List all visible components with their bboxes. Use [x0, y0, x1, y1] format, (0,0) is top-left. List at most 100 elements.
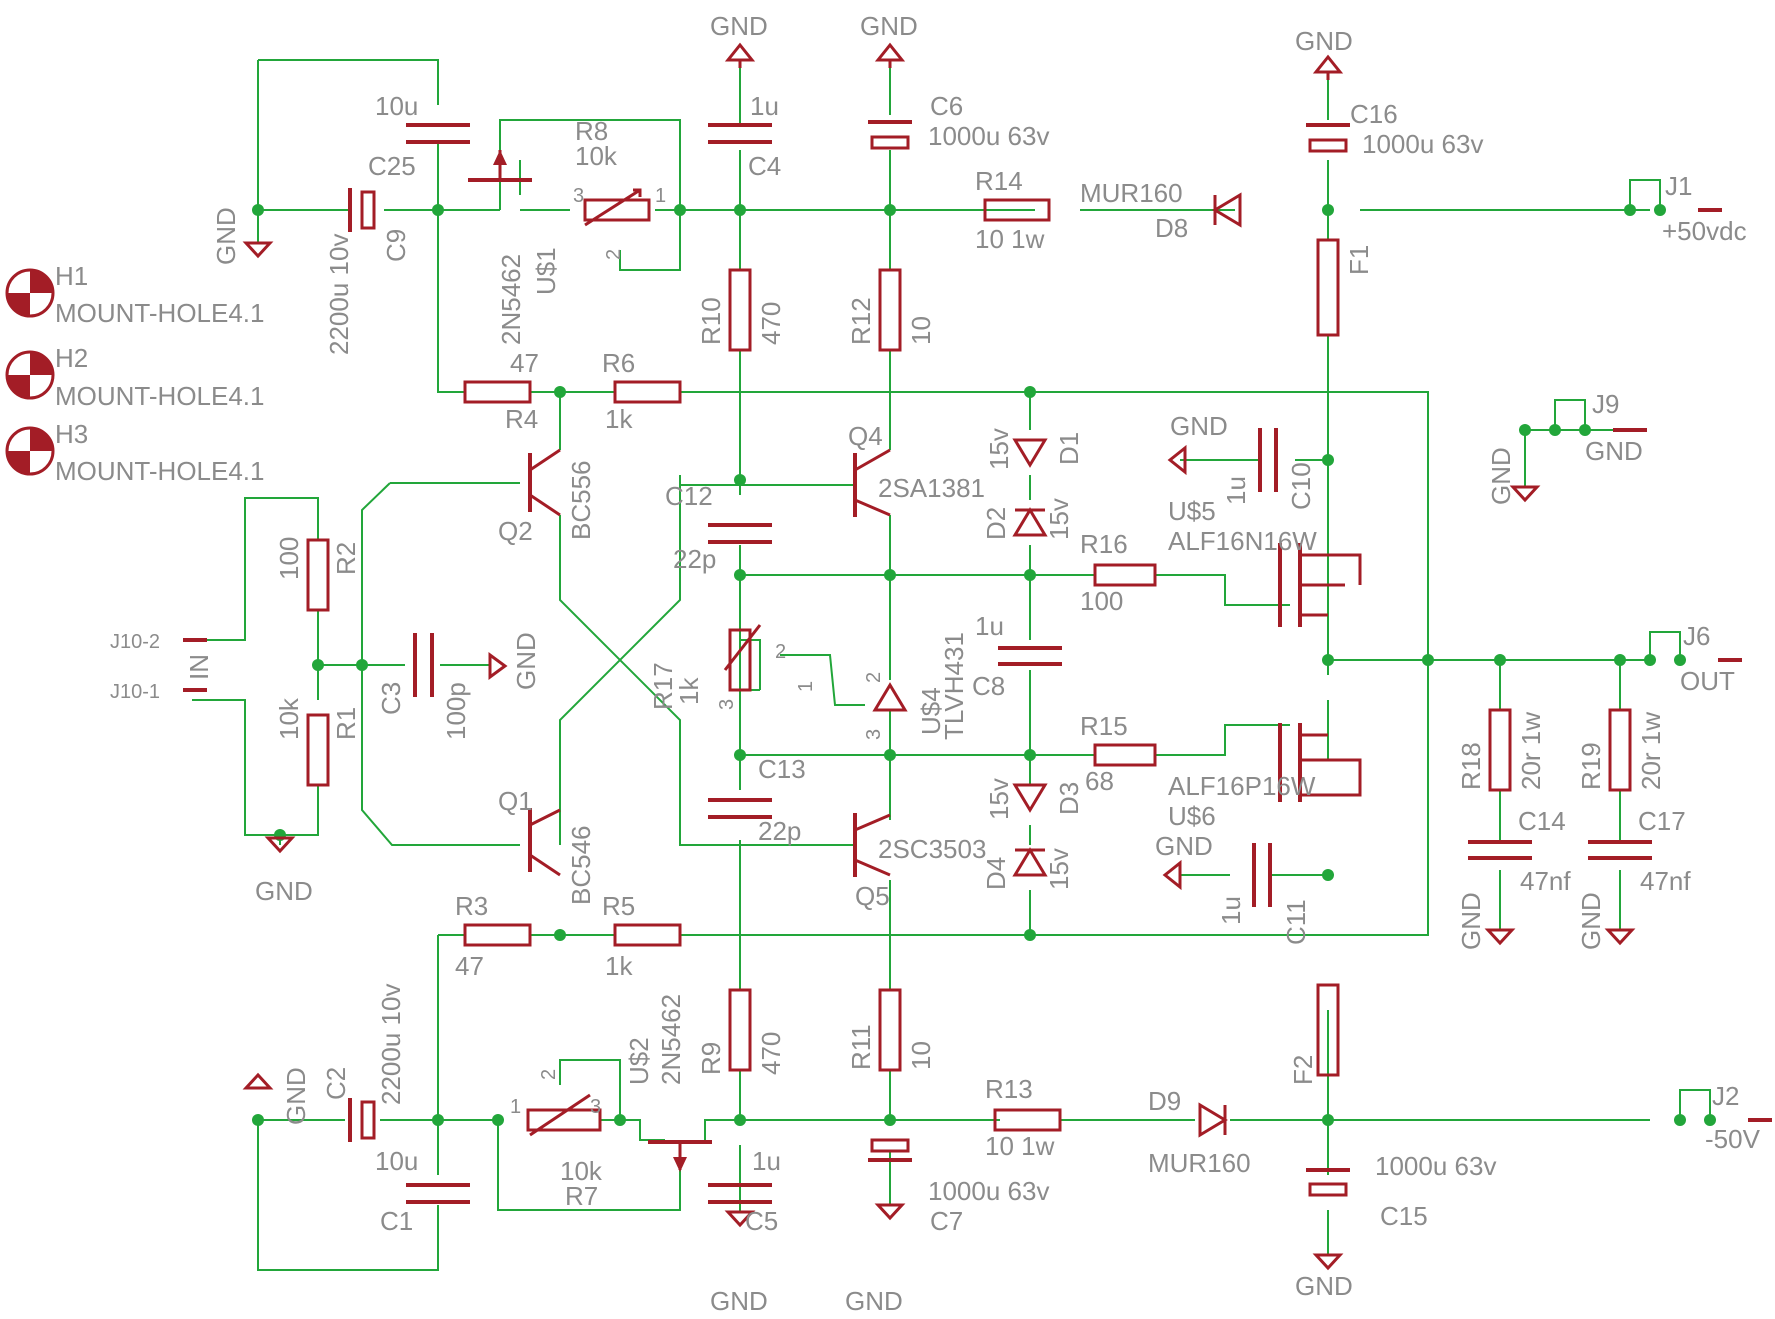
f2-name: F2	[1288, 1055, 1318, 1085]
c16-value: 1000u 63v	[1362, 129, 1483, 159]
r15-name: R15	[1080, 711, 1128, 741]
gnd-label: GND	[860, 11, 918, 41]
electrolytic-capacitors	[348, 120, 1350, 1197]
d2-value: 15v	[1044, 498, 1074, 540]
j1-value: +50vdc	[1662, 216, 1747, 246]
c1-value: 10u	[375, 1146, 418, 1176]
d8-value: MUR160	[1080, 178, 1183, 208]
r19-value: 20r 1w	[1636, 712, 1666, 790]
d3-name: D3	[1054, 782, 1084, 815]
r10-name: R10	[696, 297, 726, 345]
q2-name: Q2	[498, 516, 533, 546]
r17-value: 1k	[674, 677, 704, 705]
r11-value: 10	[906, 1041, 936, 1070]
r18-value: 20r 1w	[1516, 712, 1546, 790]
r5-value: 1k	[605, 951, 633, 981]
c11-value: 1u	[1216, 896, 1246, 925]
c10-name: C10	[1286, 462, 1316, 510]
resistors	[306, 188, 1632, 1137]
pin-number: 2	[863, 672, 885, 683]
d4-name: D4	[981, 857, 1011, 890]
pin-number: 1	[795, 681, 817, 692]
j2-value: -50V	[1705, 1124, 1761, 1154]
gnd-label: GND	[845, 1286, 903, 1316]
r6-value: 1k	[605, 404, 633, 434]
u6-name: U$6	[1168, 801, 1216, 831]
r1-name: R1	[331, 707, 361, 740]
c25-name: C25	[368, 151, 416, 181]
d1-name: D1	[1054, 432, 1084, 465]
pin-number: 1	[655, 185, 666, 207]
r3-value: 47	[455, 951, 484, 981]
gnd-label: GND	[1456, 892, 1486, 950]
gnd-label: GND	[255, 876, 313, 906]
c10-value: 1u	[1221, 476, 1251, 505]
d9-value: MUR160	[1148, 1148, 1251, 1178]
c6-name: C6	[930, 91, 963, 121]
u4-value: TLVH431	[939, 632, 969, 740]
labels: GND GND GND GND GND GND GND GND GND GND …	[55, 11, 1761, 1316]
gnd-label: GND	[1486, 447, 1516, 505]
c11-name: C11	[1281, 899, 1311, 945]
c9-part: C9	[381, 229, 411, 262]
r16-value: 100	[1080, 586, 1123, 616]
u5-name: U$5	[1168, 496, 1216, 526]
d1-value: 15v	[984, 428, 1014, 470]
r14-value: 10 1w	[975, 224, 1045, 254]
c17-value: 47nf	[1640, 866, 1691, 896]
pin-number: 2	[603, 249, 625, 260]
jfets	[468, 150, 712, 1172]
c15-value: 1000u 63v	[1375, 1151, 1496, 1181]
c3-name: C3	[376, 682, 406, 715]
j10-pin1: J10-1	[110, 681, 160, 703]
r13-value: 10 1w	[985, 1131, 1055, 1161]
pin-number: 2	[538, 1069, 560, 1080]
c15-name: C15	[1380, 1201, 1428, 1231]
gnd-label: GND	[511, 632, 541, 690]
u1-value: 2N5462	[496, 254, 526, 345]
c2-name: C2	[321, 1067, 351, 1100]
c2-value: 2200u 10v	[376, 984, 406, 1105]
d9-name: D9	[1148, 1086, 1181, 1116]
r15-value: 68	[1085, 766, 1114, 796]
r7-value: 10k	[560, 1156, 603, 1186]
q2-value: BC556	[566, 461, 596, 541]
u5-value: ALF16N16W	[1168, 526, 1317, 556]
c4-value: 1u	[750, 91, 779, 121]
r18-name: R18	[1456, 742, 1486, 790]
q4-name: Q4	[848, 421, 883, 451]
j2-name: J2	[1712, 1081, 1739, 1111]
q1-value: BC546	[566, 826, 596, 906]
j10-pin2: J10-2	[110, 631, 160, 653]
c4-name: C4	[748, 151, 781, 181]
r2-value: 100	[274, 537, 304, 580]
c5-value: 1u	[752, 1146, 781, 1176]
r4-value: 47	[510, 348, 539, 378]
q5-name: Q5	[855, 881, 890, 911]
capacitors	[406, 123, 1652, 1204]
j9-name: J9	[1592, 389, 1619, 419]
c13-name: C13	[758, 754, 806, 784]
u2-value: 2N5462	[656, 994, 686, 1085]
c8-value: 1u	[975, 611, 1004, 641]
pin-number: 3	[716, 699, 738, 710]
c7-name: C7	[930, 1206, 963, 1236]
c12-value: 22p	[673, 544, 716, 574]
gnd-label: GND	[281, 1067, 311, 1125]
h2-name: H2	[55, 343, 88, 373]
d4-value: 15v	[1044, 848, 1074, 890]
c7-value: 1000u 63v	[928, 1176, 1049, 1206]
gnd-symbols	[242, 42, 1636, 1271]
c1-name: C1	[380, 1206, 413, 1236]
c10u-value: 10u	[375, 91, 418, 121]
pin-number: 2	[775, 641, 786, 663]
u1-name: U$1	[531, 247, 561, 295]
gnd-label: GND	[211, 207, 241, 265]
d3-value: 15v	[984, 778, 1014, 820]
c3-value: 100p	[441, 682, 471, 740]
bjts	[528, 448, 891, 877]
c14-value: 47nf	[1520, 866, 1571, 896]
c12-name: C12	[665, 481, 713, 511]
c8-name: C8	[972, 671, 1005, 701]
c13-value: 22p	[758, 816, 801, 846]
